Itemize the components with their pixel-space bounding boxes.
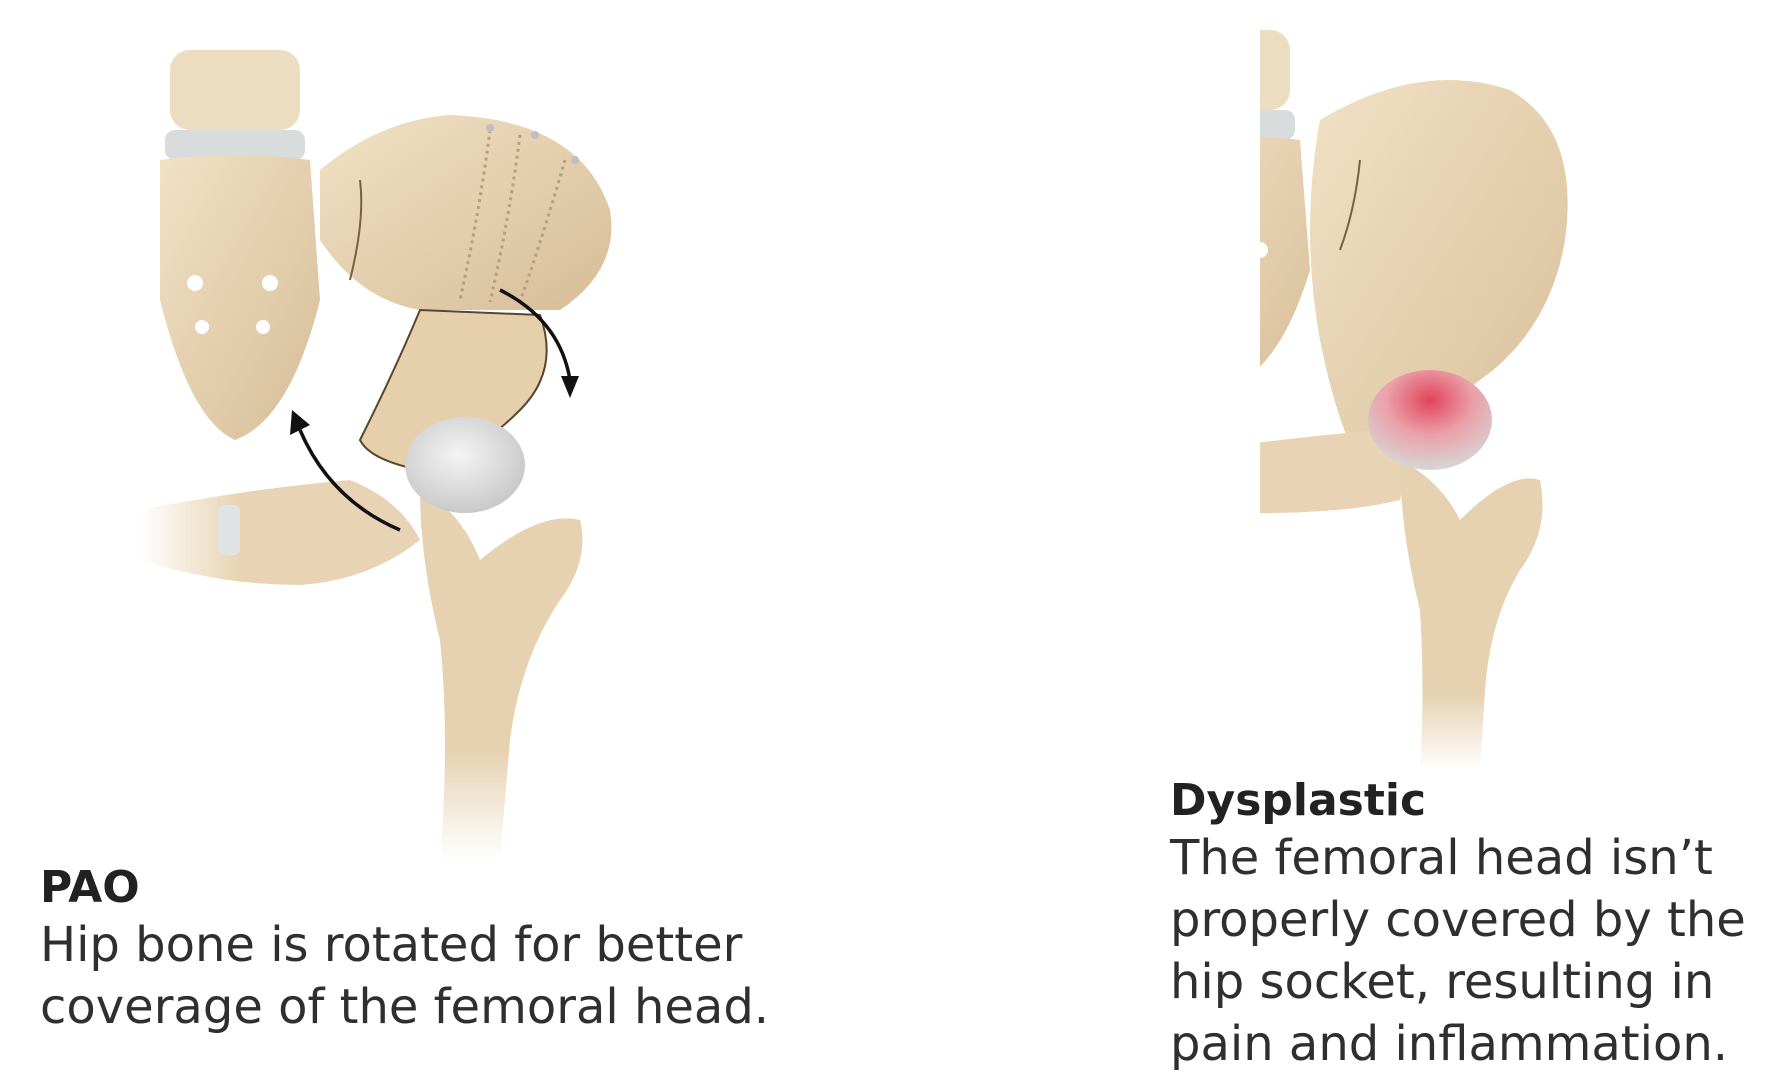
dysplastic-title: Dysplastic — [1170, 775, 1770, 827]
dysplastic-caption: Dysplastic The femoral head isn’t proper… — [1170, 775, 1770, 1075]
rotation-arrowhead-right — [561, 376, 579, 398]
ilium — [320, 115, 611, 310]
pao-description-line-1: Hip bone is rotated for better — [40, 914, 940, 976]
dysplastic-description-line-3: hip socket, resulting in — [1170, 951, 1770, 1013]
sacrum — [160, 50, 320, 440]
femoral-head — [405, 417, 525, 513]
pao-caption: PAO Hip bone is rotated for better cover… — [40, 862, 940, 1038]
femur — [1400, 460, 1543, 770]
pao-description-line-2: coverage of the femoral head. — [40, 976, 940, 1038]
pao-hip-illustration — [120, 40, 840, 860]
pubic-ramus — [140, 480, 420, 585]
dysplastic-description-line-4: pain and inflammation. — [1170, 1013, 1770, 1075]
sacrum — [1260, 30, 1310, 390]
pao-title: PAO — [40, 862, 940, 914]
dysplastic-hip-illustration — [1260, 10, 1781, 770]
inflamed-femoral-head — [1368, 370, 1492, 470]
dysplastic-description-line-2: properly covered by the — [1170, 889, 1770, 951]
femur — [405, 417, 583, 860]
dysplastic-description-line-1: The femoral head isn’t — [1170, 827, 1770, 889]
